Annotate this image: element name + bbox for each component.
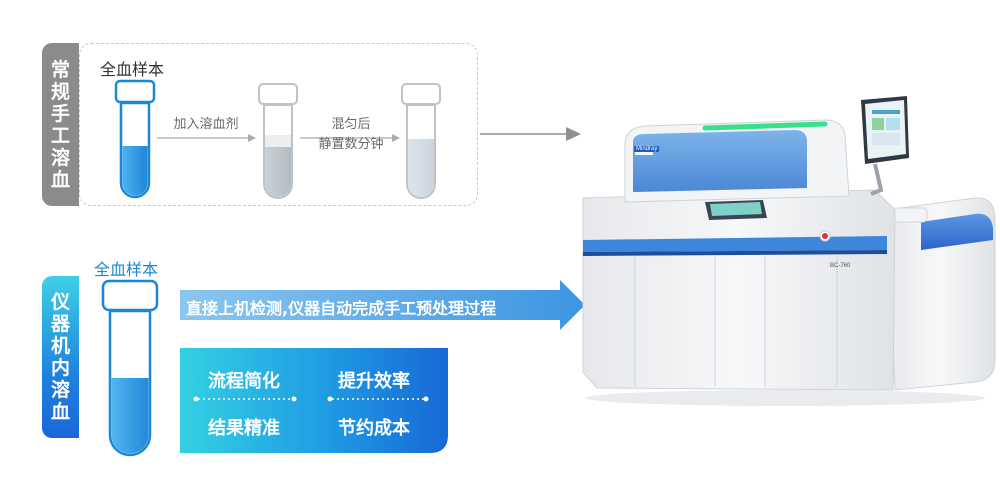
char: 常 [50, 58, 70, 81]
char: 溶 [50, 379, 70, 401]
step-arrow-2 [300, 134, 400, 142]
onboard-sample-label: 全血样本 [94, 260, 159, 279]
onboard-arrow-text: 直接上机检测,仪器自动完成手工预处理过程 [186, 299, 497, 318]
char: 器 [50, 313, 70, 335]
benefit-efficiency: 提升效率 [338, 371, 410, 392]
step2-label-line1: 混匀后 [331, 117, 371, 132]
char: 血 [50, 168, 70, 191]
char: 溶 [50, 146, 70, 169]
conventional-side-label: 常 规 手 工 溶 血 [42, 43, 79, 206]
blood-tube-1 [114, 79, 156, 199]
onboard-arrow [180, 280, 585, 330]
char: 仪 [50, 291, 70, 313]
blood-tube-3 [401, 83, 441, 199]
benefit-accuracy: 结果精准 [208, 418, 280, 439]
char: 机 [50, 335, 70, 357]
benefit-cost: 节约成本 [338, 418, 410, 439]
blood-tube-2 [258, 83, 298, 199]
conventional-sample-label: 全血样本 [100, 60, 165, 79]
char: 工 [50, 124, 70, 147]
benefits-separator [193, 396, 429, 402]
hematology-analyzer-image [582, 96, 996, 406]
onboard-side-label: 仪 器 机 内 溶 血 [42, 276, 79, 438]
machine-logo: Mindray [634, 146, 660, 152]
conventional-process-box [79, 43, 478, 206]
benefit-simplify: 流程简化 [208, 371, 280, 392]
benefits-panel [180, 348, 448, 453]
machine-model: BC-760 [830, 263, 851, 269]
step-arrow-1 [157, 134, 256, 142]
char: 手 [50, 102, 70, 125]
char: 规 [50, 80, 70, 103]
onboard-blood-tube [101, 279, 159, 457]
to-machine-arrow [480, 127, 581, 141]
char: 血 [50, 401, 70, 423]
step1-label: 加入溶血剂 [173, 117, 239, 132]
step2-label-line2: 静置数分钟 [318, 137, 384, 152]
char: 内 [50, 357, 70, 379]
